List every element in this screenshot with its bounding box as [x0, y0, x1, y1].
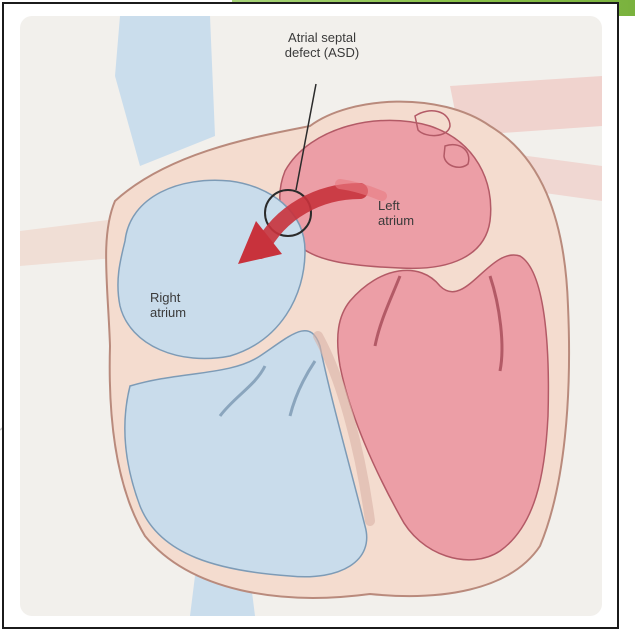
vena-cava	[115, 16, 215, 166]
right-atrium-label: Right atrium	[150, 290, 220, 320]
heart-diagram	[20, 16, 602, 616]
asd-label: Atrial septal defect (ASD)	[252, 30, 392, 60]
left-atrium-label: Left atrium	[378, 198, 448, 228]
figure-frame: Atrial septal defect (ASD) Left atrium R…	[2, 2, 619, 629]
heart-illustration: Atrial septal defect (ASD) Left atrium R…	[20, 16, 602, 616]
